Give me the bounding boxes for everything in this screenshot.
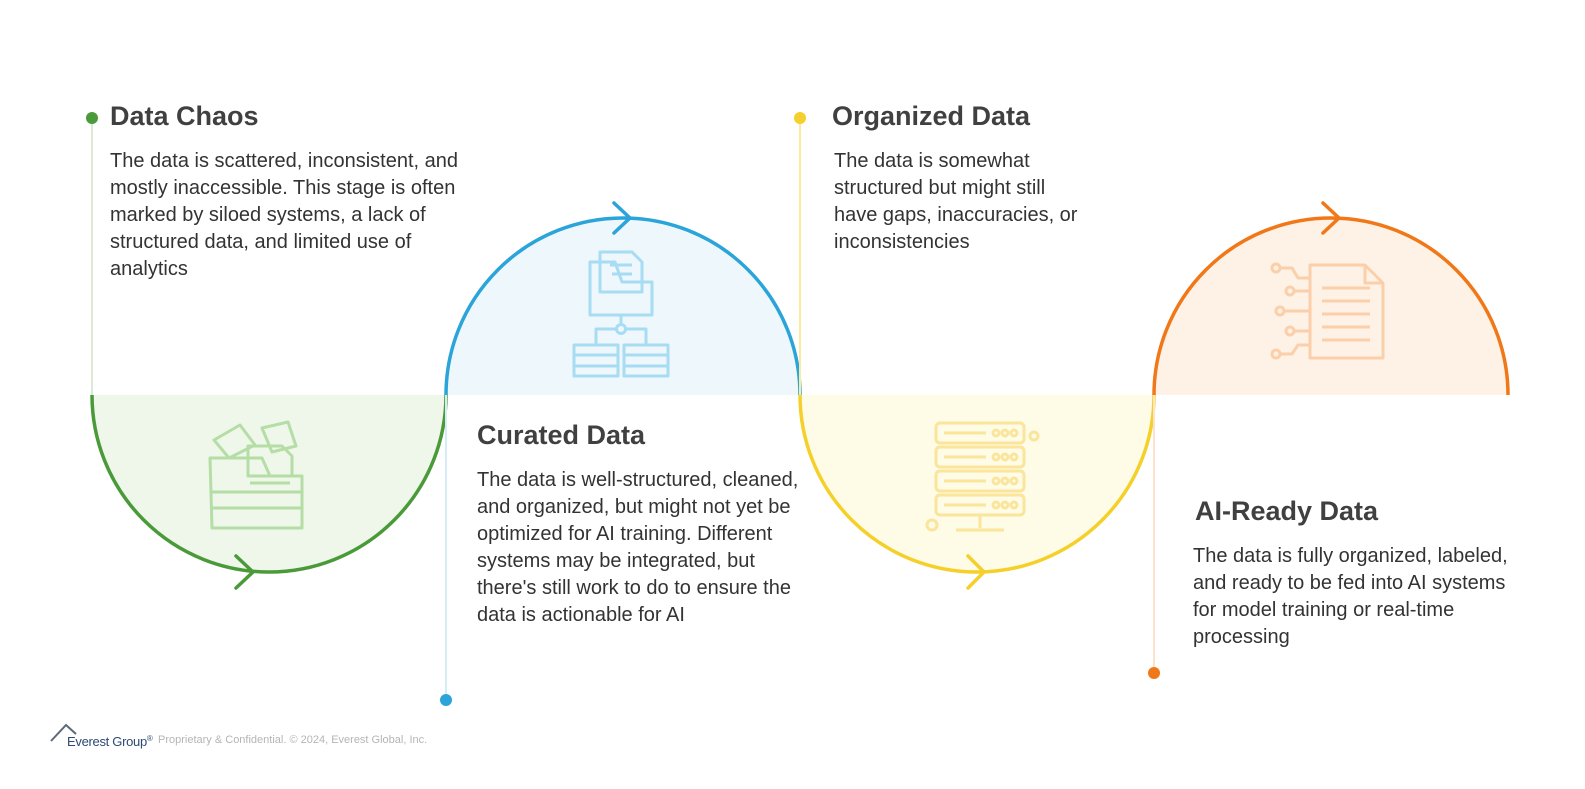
document-circuit-icon (1270, 262, 1385, 360)
stage-curated-description: The data is well-structured, cleaned, an… (477, 469, 799, 626)
chaos-arrow-icon (234, 554, 256, 590)
organized-dot (794, 112, 806, 124)
chaos-arc (90, 394, 448, 574)
stage-curated-title: Curated Data (477, 420, 646, 450)
logo-text: Everest Group (67, 734, 147, 749)
chaos-dot (86, 112, 98, 124)
stage-chaos-description: The data is scattered, inconsistent, and… (110, 150, 458, 280)
organized-fill (800, 395, 1154, 572)
logo-registered-mark: ® (146, 734, 153, 743)
ai-ready-fill (1154, 218, 1508, 395)
stage-organized-segment (794, 112, 1156, 590)
folder-network-servers-icon (572, 250, 670, 378)
scattered-documents-folder-icon (208, 420, 304, 530)
stage-chaos-segment (86, 112, 448, 590)
server-rack-icon (925, 421, 1040, 532)
ai-ready-dot (1148, 667, 1160, 679)
ai-ready-arrow-icon (1321, 201, 1342, 235)
everest-group-logo: Everest Group® (50, 722, 160, 750)
curated-arc (444, 216, 802, 396)
curated-arrow-icon (612, 201, 633, 235)
curated-dot (440, 694, 452, 706)
stage-organized-title: Organized Data (832, 101, 1031, 131)
copyright-note: Proprietary & Confidential. © 2024, Ever… (158, 734, 428, 746)
stage-ai-ready-title: AI-Ready Data (1195, 496, 1379, 526)
stage-chaos-title: Data Chaos (110, 101, 259, 131)
organized-arrow-icon (966, 554, 987, 590)
organized-arc (798, 394, 1156, 574)
stage-curated-segment (440, 201, 802, 706)
ai-ready-arc (1152, 216, 1510, 396)
stage-ai-ready-segment (1148, 201, 1510, 679)
curated-fill (446, 218, 800, 395)
stage-ai-ready-description: The data is fully organized, labeled, an… (1193, 545, 1508, 648)
mountain-icon (50, 723, 77, 742)
stage-organized-description: The data is somewhat structured but migh… (834, 150, 1078, 253)
